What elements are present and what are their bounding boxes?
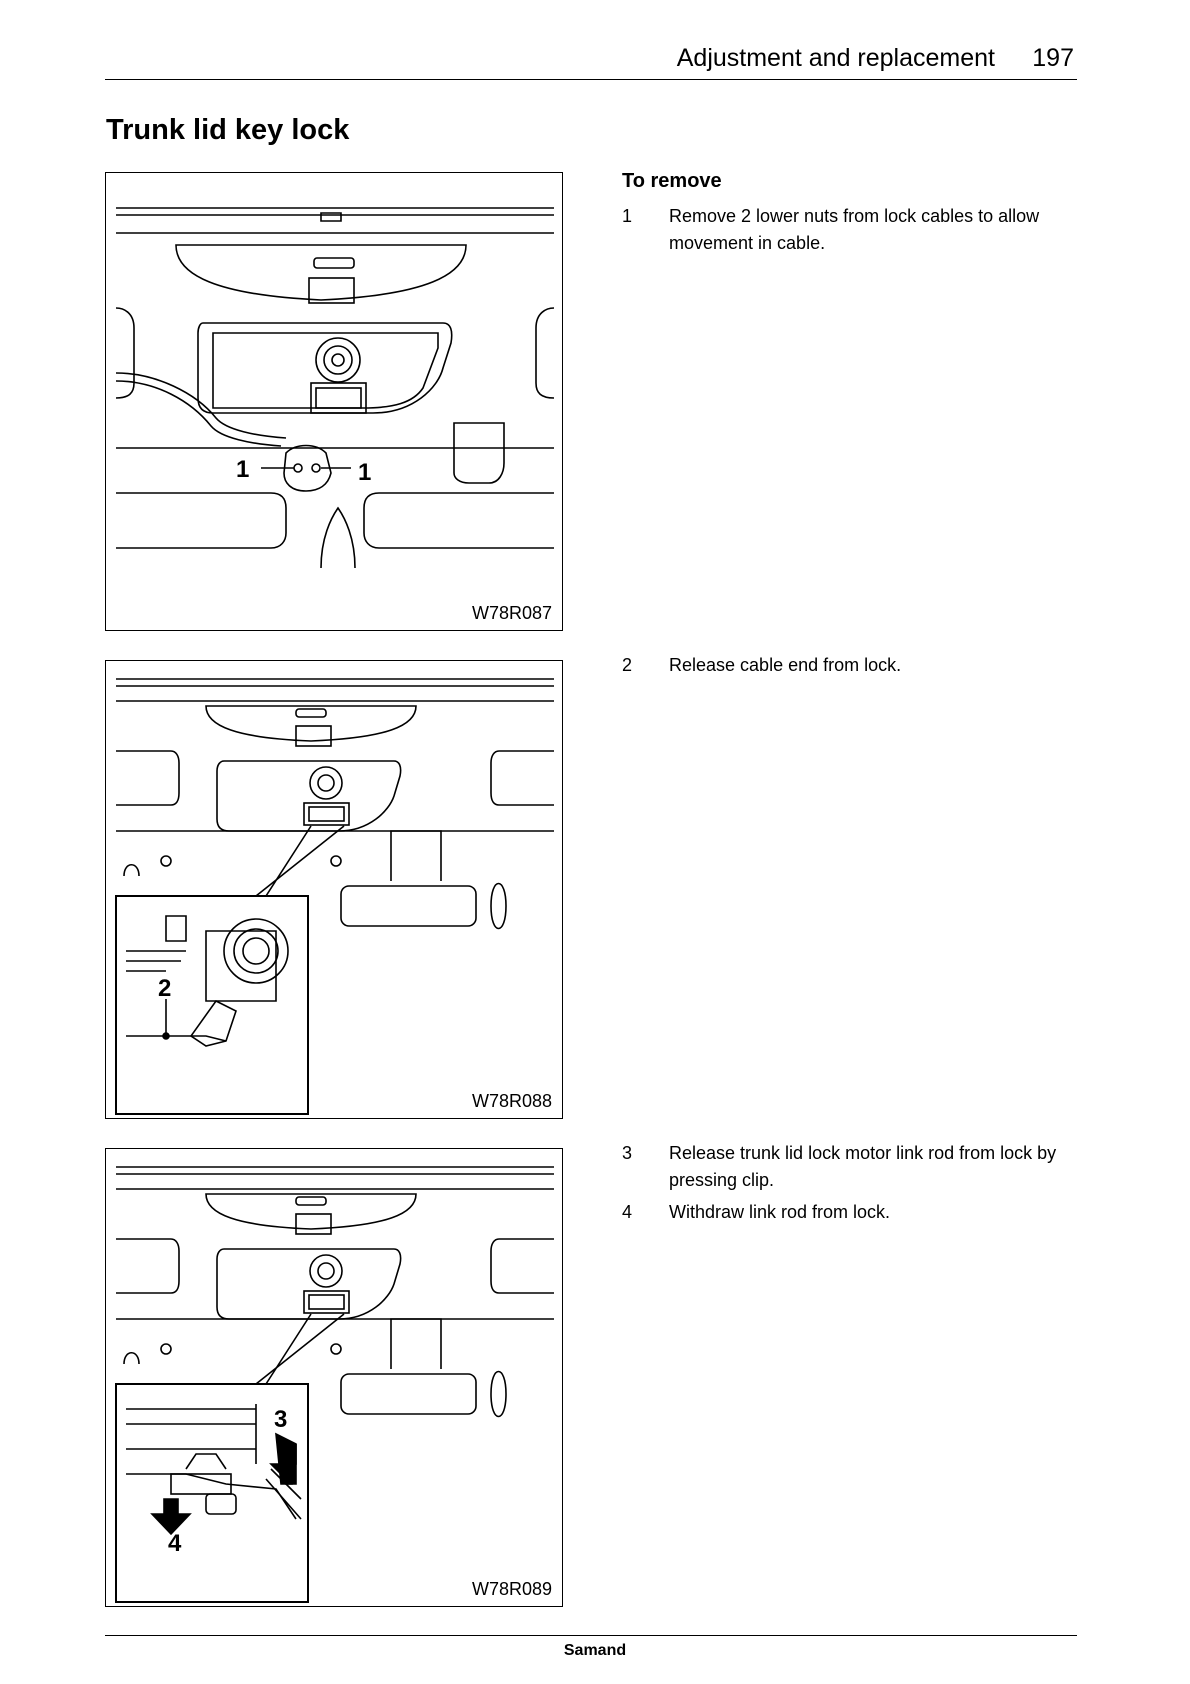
figure-code: W78R087 (472, 603, 552, 624)
trunk-lid-illustration-1: 1 1 (106, 173, 564, 632)
page-number: 197 (1032, 44, 1074, 73)
page-title: Trunk lid key lock (106, 114, 349, 147)
step-text: Remove 2 lower nuts from lock cables to … (669, 203, 1082, 257)
running-header-title: Adjustment and replacement (677, 44, 995, 73)
step-number: 3 (622, 1140, 642, 1167)
step-number: 4 (622, 1199, 642, 1226)
step-2: 2 Release cable end from lock. (622, 652, 1082, 679)
callout-2: 2 (158, 975, 171, 1002)
step-1: 1 Remove 2 lower nuts from lock cables t… (622, 203, 1082, 257)
figure-code: W78R088 (472, 1091, 552, 1112)
callout-3: 3 (274, 1406, 287, 1433)
figure-w78r087: 1 1 W78R087 (105, 172, 563, 631)
trunk-lid-illustration-2: 2 (106, 661, 564, 1120)
callout-1-left: 1 (236, 456, 249, 483)
step-3: 3 Release trunk lid lock motor link rod … (622, 1140, 1082, 1194)
step-text: Withdraw link rod from lock. (669, 1199, 1082, 1226)
section-heading: To remove (622, 170, 722, 193)
figure-w78r089: 3 4 W78R089 (105, 1148, 563, 1607)
header-rule (105, 79, 1077, 80)
step-text: Release trunk lid lock motor link rod fr… (669, 1140, 1082, 1194)
footer-brand: Samand (0, 1642, 1190, 1660)
footer-rule (105, 1635, 1077, 1636)
step-number: 1 (622, 203, 642, 230)
step-text: Release cable end from lock. (669, 652, 1082, 679)
callout-4: 4 (168, 1530, 182, 1557)
figure-w78r088: 2 W78R088 (105, 660, 563, 1119)
trunk-lid-illustration-3: 3 4 (106, 1149, 564, 1608)
step-number: 2 (622, 652, 642, 679)
step-4: 4 Withdraw link rod from lock. (622, 1199, 1082, 1226)
figure-code: W78R089 (472, 1579, 552, 1600)
callout-1-right: 1 (358, 459, 371, 486)
